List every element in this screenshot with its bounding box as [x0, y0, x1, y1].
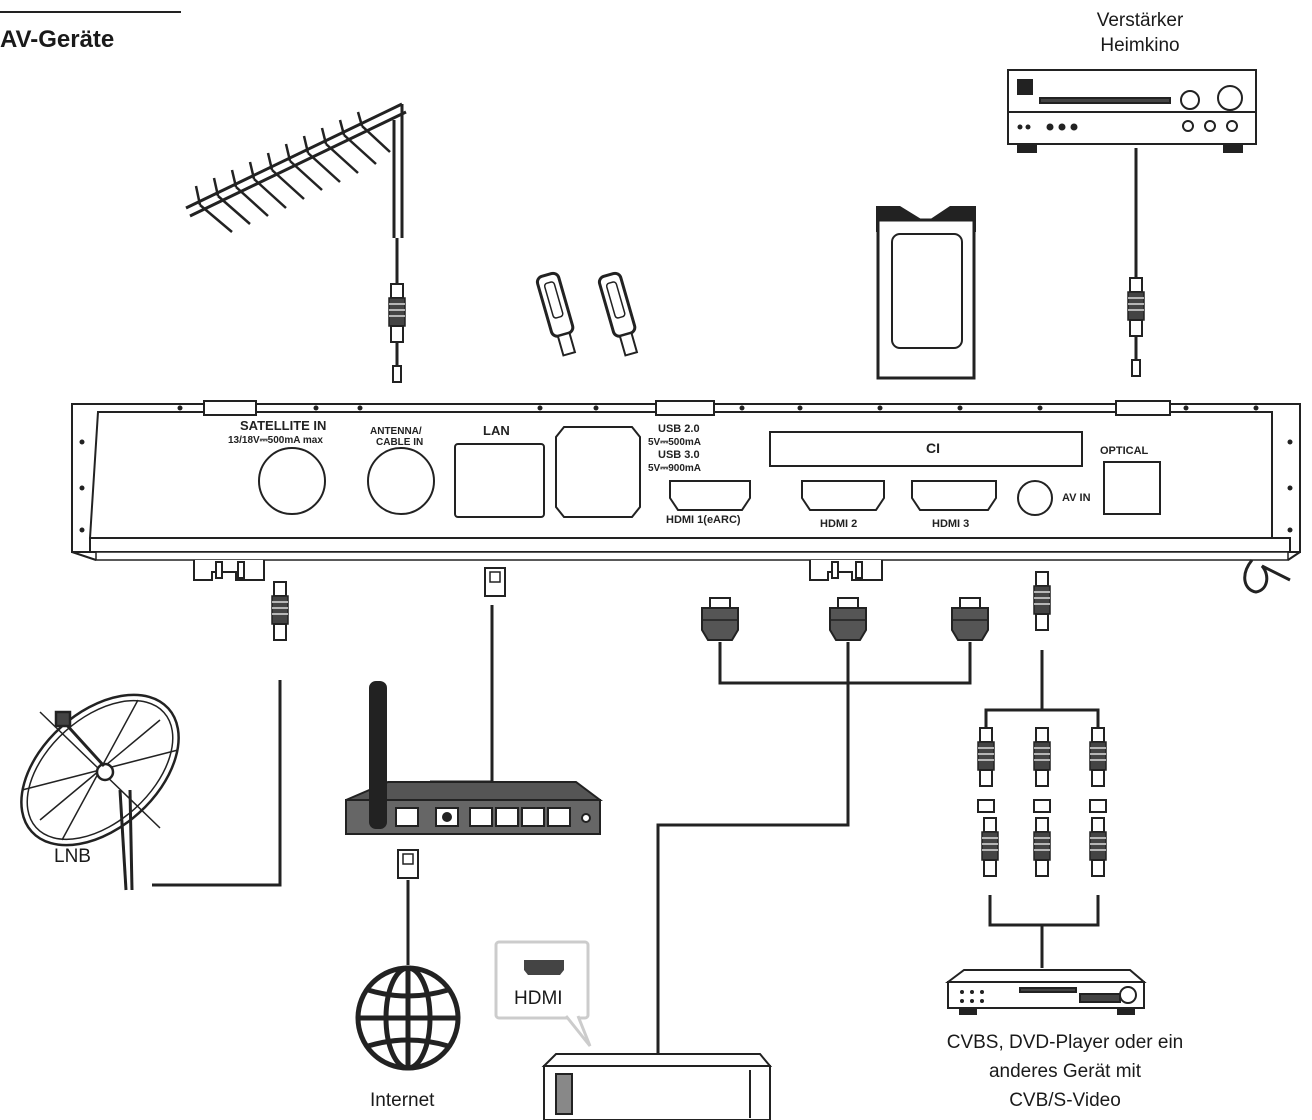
lnb-label: LNB [54, 846, 91, 867]
antenna-plug [388, 283, 406, 343]
satellite-dish [20, 693, 180, 891]
satellite-in-label: SATELLITE IN [240, 418, 327, 433]
amplifier-label-2: Heimkino [1100, 35, 1180, 56]
ci-slot-label: CI [926, 440, 940, 456]
antenna-label-1: ANTENNA/ [370, 426, 422, 437]
usb3-label: USB 3.0 [658, 449, 700, 461]
internet-label: Internet [370, 1090, 435, 1111]
rca-fanout [977, 727, 1107, 877]
hdmi3-label: HDMI 3 [932, 518, 970, 530]
usb2-spec-label: 5V⎓500mA [648, 437, 702, 448]
dvd-label-1: CVBS, DVD-Player oder ein [946, 1032, 1184, 1053]
ci-module [876, 206, 976, 380]
dvd-label-2: anderes Gerät mit [988, 1061, 1142, 1082]
usb3-spec-label: 5V⎓900mA [648, 463, 702, 474]
av-in-label: AV IN [1062, 492, 1091, 504]
amplifier-plug [1127, 277, 1145, 337]
internet-plug [397, 849, 419, 879]
hdmi2-label: HDMI 2 [820, 518, 858, 530]
av-plug [1033, 571, 1051, 631]
lnb-plug [271, 581, 289, 641]
lan-plug [484, 567, 506, 597]
optical-label: OPTICAL [1100, 445, 1149, 457]
page-title: AV-Geräte [0, 26, 115, 53]
hdmi1-label: HDMI 1(eARC) [666, 514, 741, 526]
antenna [185, 102, 407, 238]
hdmi-callout-label: HDMI [514, 988, 563, 1009]
hdmi-callout [494, 940, 592, 1047]
dvd-player [945, 969, 1147, 1015]
back-panel [71, 400, 1301, 594]
amplifier [1007, 69, 1257, 153]
hdmi-plug-2 [829, 597, 867, 641]
lan-port-label: LAN [483, 423, 510, 438]
usb-sticks [534, 270, 644, 359]
antenna-label-2: CABLE IN [376, 437, 424, 448]
globe [355, 965, 461, 1071]
dvd-label-3: CVB/S-Video [1009, 1090, 1121, 1111]
title-rule [0, 11, 181, 13]
cables [152, 148, 1138, 1060]
hdmi-plug-1 [701, 597, 739, 641]
usb2-label: USB 2.0 [658, 423, 700, 435]
router [345, 681, 603, 835]
amplifier-label-1: Verstärker [1096, 10, 1184, 31]
hdmi-plug-3 [951, 597, 989, 641]
set-top-box [541, 1053, 773, 1120]
satellite-spec-label: 13/18V⎓500mA max [228, 435, 323, 446]
